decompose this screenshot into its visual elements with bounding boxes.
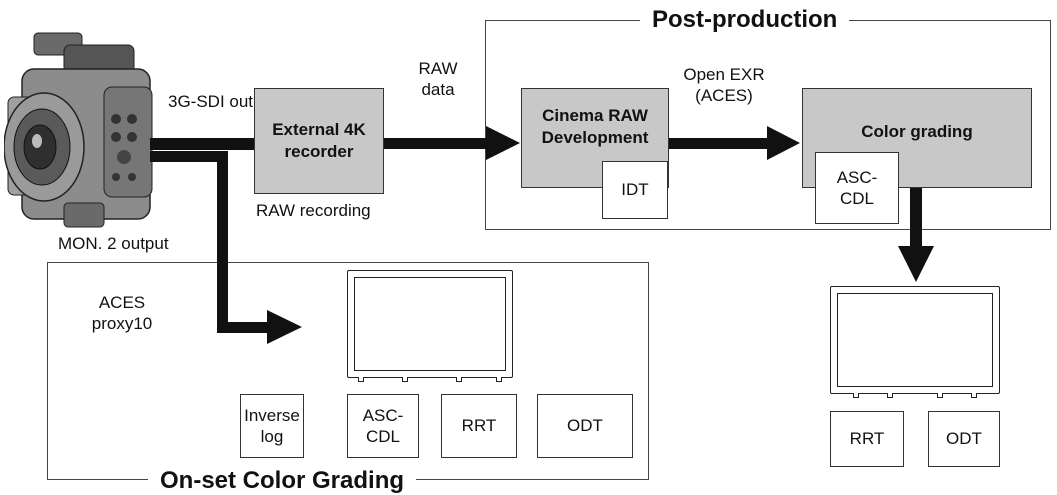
camera-icon <box>3 27 164 237</box>
raw-recording-label: RAW recording <box>256 201 371 220</box>
post-production-title: Post-production <box>640 6 850 34</box>
idt-label: IDT <box>621 180 649 200</box>
onset-title: On-set Color Grading <box>148 467 417 495</box>
onset-asc-cdl-label: ASC- CDL <box>362 405 404 446</box>
onset-rrt-box: RRT <box>441 394 517 458</box>
onset-odt-label: ODT <box>567 416 603 436</box>
aces-proxy-doc: ACES proxy10 <box>82 282 162 362</box>
color-grading-label: Color grading <box>861 122 973 141</box>
raw-data-doc: RAW data <box>402 48 474 128</box>
final-odt-box: ODT <box>928 411 1000 467</box>
onset-asc-cdl-box: ASC- CDL <box>347 394 419 458</box>
openexr-label: Open EXR (ACES) <box>683 65 765 106</box>
final-rrt-box: RRT <box>830 411 904 467</box>
onset-rrt-label: RRT <box>461 416 497 436</box>
onset-monitor-icon <box>347 270 513 382</box>
sdi-output-label: 3G-SDI output <box>168 92 277 111</box>
external-recorder-label: External 4K recorder <box>272 119 366 161</box>
post-asc-cdl-box: ASC- CDL <box>815 152 899 224</box>
final-odt-label: ODT <box>946 429 982 449</box>
onset-odt-box: ODT <box>537 394 633 458</box>
final-rrt-label: RRT <box>849 429 885 449</box>
aces-proxy-label: ACES proxy10 <box>91 293 153 334</box>
post-asc-cdl-label: ASC- CDL <box>836 167 878 208</box>
inverse-log-box: Inverse log <box>240 394 304 458</box>
inverse-log-label: Inverse log <box>244 405 300 446</box>
recorder-to-development-line <box>384 138 488 149</box>
idt-box: IDT <box>602 161 668 219</box>
sdi-line <box>150 138 254 150</box>
final-monitor-icon <box>830 286 1000 398</box>
grading-arrowhead <box>898 246 934 282</box>
raw-data-label: RAW data <box>418 59 458 100</box>
mon2-output-label: MON. 2 output <box>58 234 169 253</box>
openexr-doc: Open EXR (ACES) <box>677 54 771 130</box>
cinema-raw-development-label: Cinema RAW Development <box>541 106 649 148</box>
external-recorder-box: External 4K recorder <box>254 88 384 194</box>
